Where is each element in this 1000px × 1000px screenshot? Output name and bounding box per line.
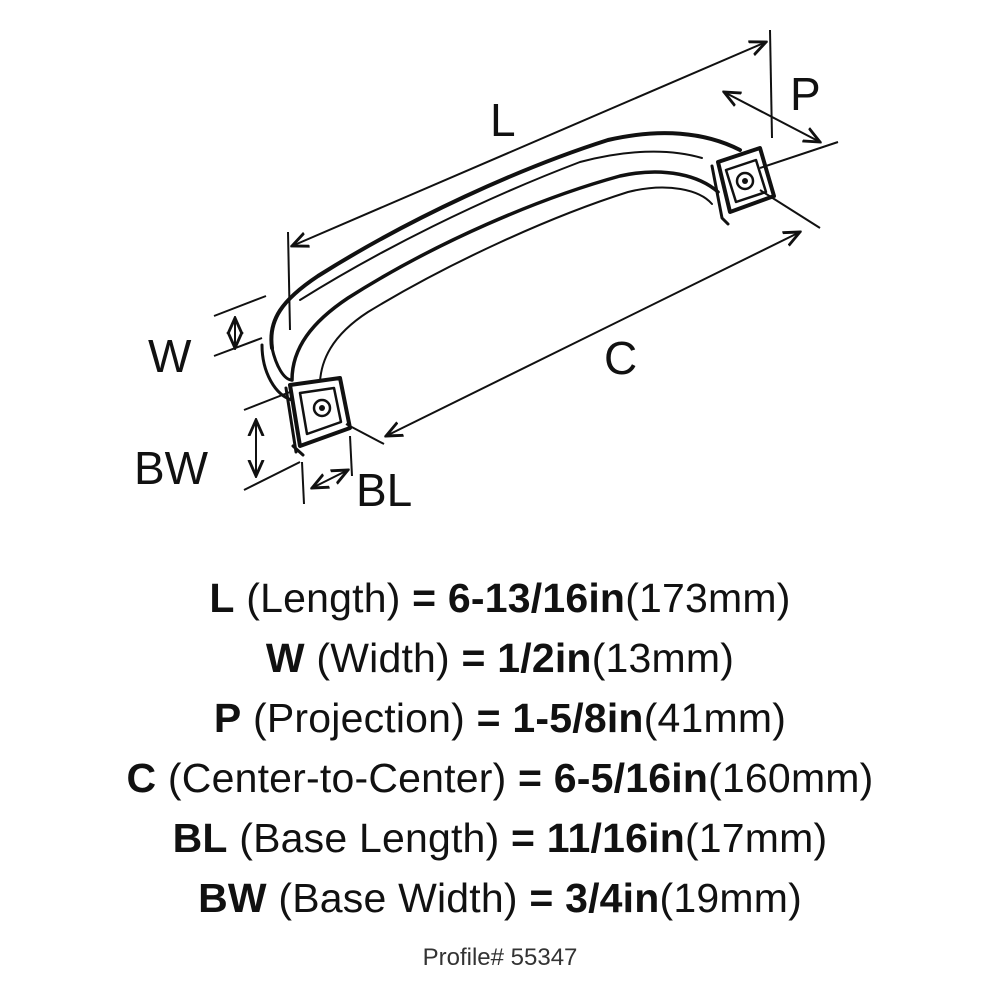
spec-equals: =	[511, 815, 536, 861]
handle-bar-lower-edge	[290, 170, 720, 382]
center-extension-right	[759, 189, 821, 229]
spec-name: (Base Width)	[278, 875, 518, 921]
spec-equals: =	[476, 695, 501, 741]
spec-imperial: 6-5/16in	[553, 755, 709, 801]
spec-symbol: BL	[172, 815, 228, 861]
center-extension-left	[345, 423, 385, 445]
spec-metric: (41mm)	[643, 695, 787, 741]
spec-equals: =	[461, 635, 486, 681]
spec-base-length: BL (Base Length) = 11/16in(17mm)	[0, 808, 1000, 868]
spec-equals: =	[518, 755, 543, 801]
label-W: W	[148, 330, 192, 382]
spec-metric: (13mm)	[591, 635, 735, 681]
spec-metric: (160mm)	[708, 755, 874, 801]
dimension-lines	[213, 29, 839, 505]
label-L: L	[490, 94, 516, 146]
spec-name: (Projection)	[253, 695, 466, 741]
specification-list: L (Length) = 6-13/16in(173mm) W (Width) …	[0, 568, 1000, 928]
spec-length: L (Length) = 6-13/16in(173mm)	[0, 568, 1000, 628]
length-extension-right	[769, 29, 773, 139]
spec-metric: (19mm)	[659, 875, 802, 921]
label-BW: BW	[134, 442, 209, 494]
base-length-dimension-line	[312, 470, 348, 488]
left-screw-hole	[312, 398, 332, 418]
handle-dimension-diagram: L P W C BW BL	[134, 29, 839, 516]
spec-name: (Length)	[246, 575, 401, 621]
spec-projection: P (Projection) = 1-5/8in(41mm)	[0, 688, 1000, 748]
spec-equals: =	[412, 575, 437, 621]
spec-symbol: W	[265, 635, 305, 681]
length-dimension-line	[292, 42, 766, 246]
spec-name: (Base Length)	[239, 815, 500, 861]
label-P: P	[790, 68, 821, 120]
spec-symbol: BW	[198, 875, 267, 921]
cabinet-pull-drawing	[260, 131, 776, 457]
spec-imperial: 11/16in	[546, 815, 685, 861]
spec-symbol: P	[213, 695, 242, 741]
spec-name: (Width)	[316, 635, 450, 681]
handle-bar-inner-curve	[318, 186, 713, 393]
spec-imperial: 3/4in	[565, 875, 660, 921]
spec-metric: (173mm)	[625, 575, 791, 621]
projection-dimension-line	[724, 92, 820, 142]
profile-number: Profile# 55347	[422, 944, 578, 971]
spec-imperial: 6-13/16in	[447, 575, 626, 621]
spec-imperial: 1/2in	[497, 635, 592, 681]
right-base	[710, 146, 776, 226]
label-C: C	[604, 332, 637, 384]
projection-extension	[759, 141, 839, 169]
spec-equals: =	[529, 875, 554, 921]
spec-metric: (17mm)	[684, 815, 828, 861]
left-base	[284, 376, 352, 457]
spec-symbol: C	[126, 755, 157, 801]
length-extension-left	[287, 231, 291, 331]
center-dimension-line	[386, 232, 800, 436]
spec-base-width: BW (Base Width) = 3/4in(19mm)	[0, 868, 1000, 928]
spec-name: (Center-to-Center)	[167, 755, 507, 801]
spec-symbol: L	[209, 575, 235, 621]
label-BL: BL	[356, 464, 412, 516]
spec-width: W (Width) = 1/2in(13mm)	[0, 628, 1000, 688]
spec-imperial: 1-5/8in	[512, 695, 644, 741]
spec-center-to-center: C (Center-to-Center) = 6-5/16in(160mm)	[0, 748, 1000, 808]
